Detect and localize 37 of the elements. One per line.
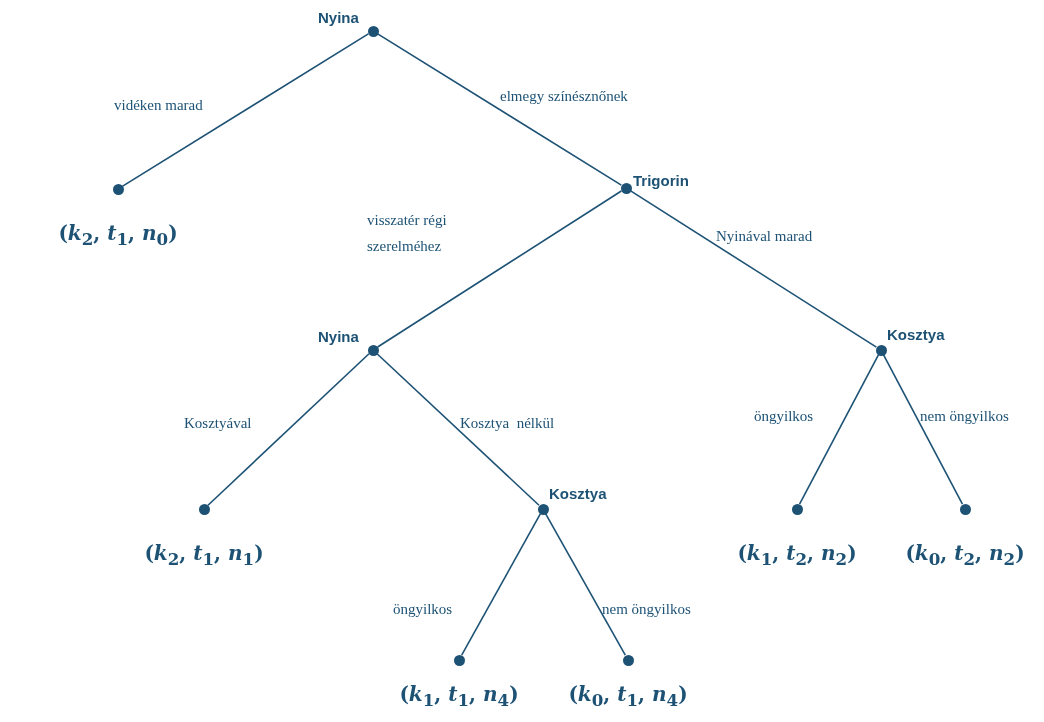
branch-label: nem öngyilkos [920, 407, 1009, 426]
branch-label: Kosztyával [184, 414, 252, 433]
player-name: Nyina [318, 328, 359, 345]
branch-label: öngyilkos [393, 600, 453, 619]
branch-line [376, 190, 623, 348]
branch-line [460, 513, 542, 656]
payoff-label: (k$_{1}$, t$_{1}$, n$_{4}$) [399, 682, 519, 710]
player-name: Nyina [318, 9, 359, 26]
branch-line [882, 354, 964, 505]
player-name: Trigorin [633, 172, 689, 189]
terminal-dot [959, 503, 971, 515]
branch-line [629, 190, 878, 348]
payoff-label: (k$_{0}$, t$_{2}$, n$_{2}$) [905, 541, 1025, 569]
branch-line [544, 513, 627, 656]
branch-label: Nyinával marad [716, 227, 813, 246]
payoff-label: (k$_{2}$, t$_{1}$, n$_{1}$) [144, 541, 264, 569]
branch-line [121, 33, 370, 187]
branch-label: Kosztya nélkül [460, 414, 555, 433]
terminal-dot [453, 654, 465, 666]
terminal-dot [791, 503, 803, 515]
branch-line [798, 354, 880, 505]
terminal-dot [622, 654, 634, 666]
payoff-label: (k$_{1}$, t$_{2}$, n$_{2}$) [737, 541, 857, 569]
player-name: Kosztya [549, 485, 607, 502]
branch-line [376, 352, 540, 507]
branch-label: visszatér régi szerelméhez [367, 211, 448, 257]
branch-label: nem öngyilkos [602, 600, 691, 619]
player-name: Kosztya [887, 326, 945, 343]
branch-line [376, 33, 623, 186]
branch-label: öngyilkos [754, 407, 814, 426]
terminal-dot [198, 503, 210, 515]
terminal-dot [112, 183, 124, 195]
branch-line [207, 352, 370, 507]
payoff-label: (k$_{2}$, t$_{1}$, n$_{0}$) [58, 221, 178, 249]
branch-label: elmegy színésznőnek [500, 87, 628, 106]
branch-label: vidéken marad [114, 96, 203, 115]
payoff-label: (k$_{0}$, t$_{1}$, n$_{4}$) [568, 682, 688, 710]
